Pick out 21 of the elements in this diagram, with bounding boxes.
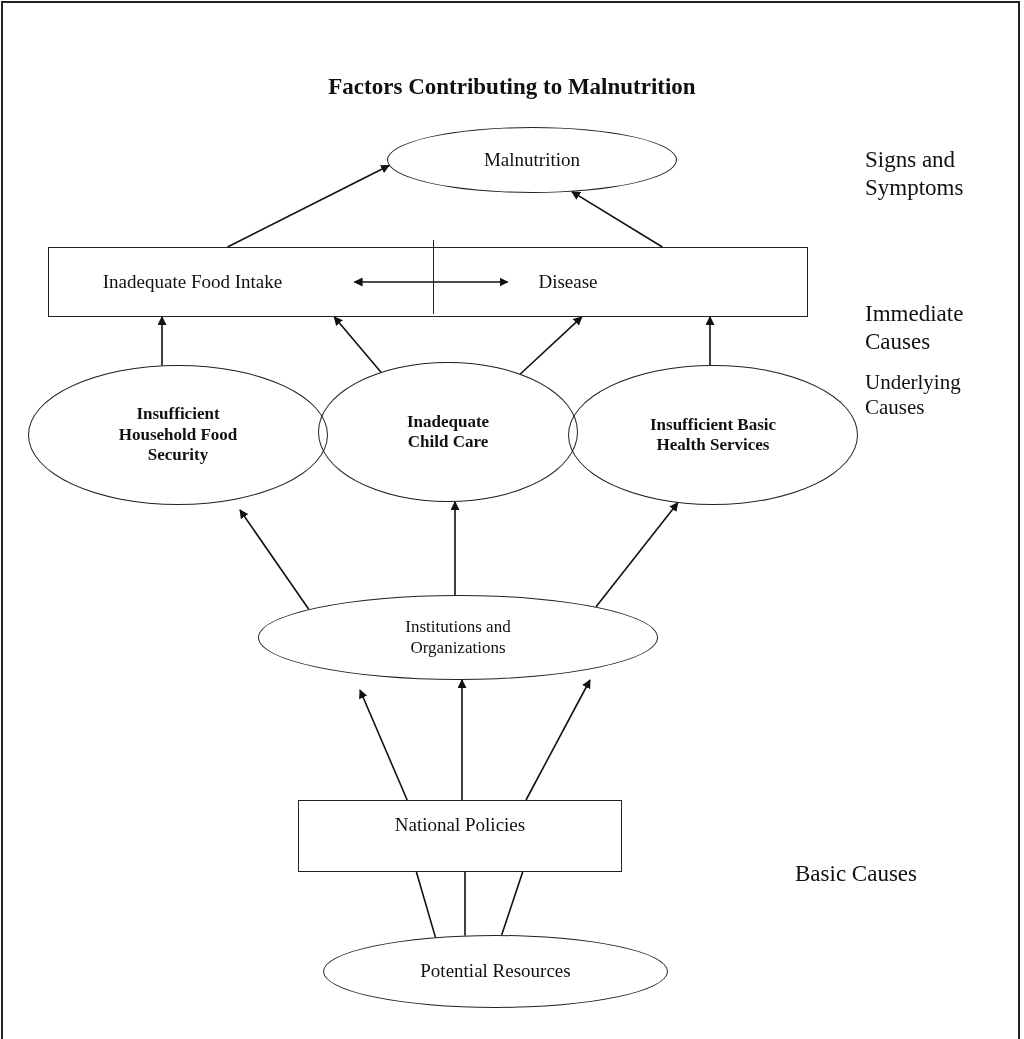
- arrow: [450, 500, 460, 596]
- arrow: [359, 689, 408, 801]
- level-label: Signs and Symptoms: [865, 146, 965, 202]
- arrow: [519, 316, 583, 375]
- arrow: [157, 316, 167, 367]
- node-text: Disease: [507, 248, 617, 316]
- arrow: [525, 679, 591, 801]
- diagram-title: Factors Contributing to Malnutrition: [327, 74, 697, 100]
- arrow: [353, 277, 509, 287]
- arrow: [333, 316, 382, 373]
- level-label: Basic Causes: [795, 860, 918, 888]
- arrow: [239, 509, 310, 611]
- arrow: [226, 164, 390, 248]
- level-label: Underlying Causes: [865, 370, 962, 421]
- node-text: Inadequate Food Intake: [69, 248, 354, 316]
- arrow: [595, 502, 679, 608]
- process-box: National Policies: [298, 800, 622, 872]
- arrow: [705, 316, 715, 366]
- arrow: [571, 190, 664, 248]
- level-label: Immediate Causes: [865, 300, 965, 356]
- arrow: [457, 679, 467, 801]
